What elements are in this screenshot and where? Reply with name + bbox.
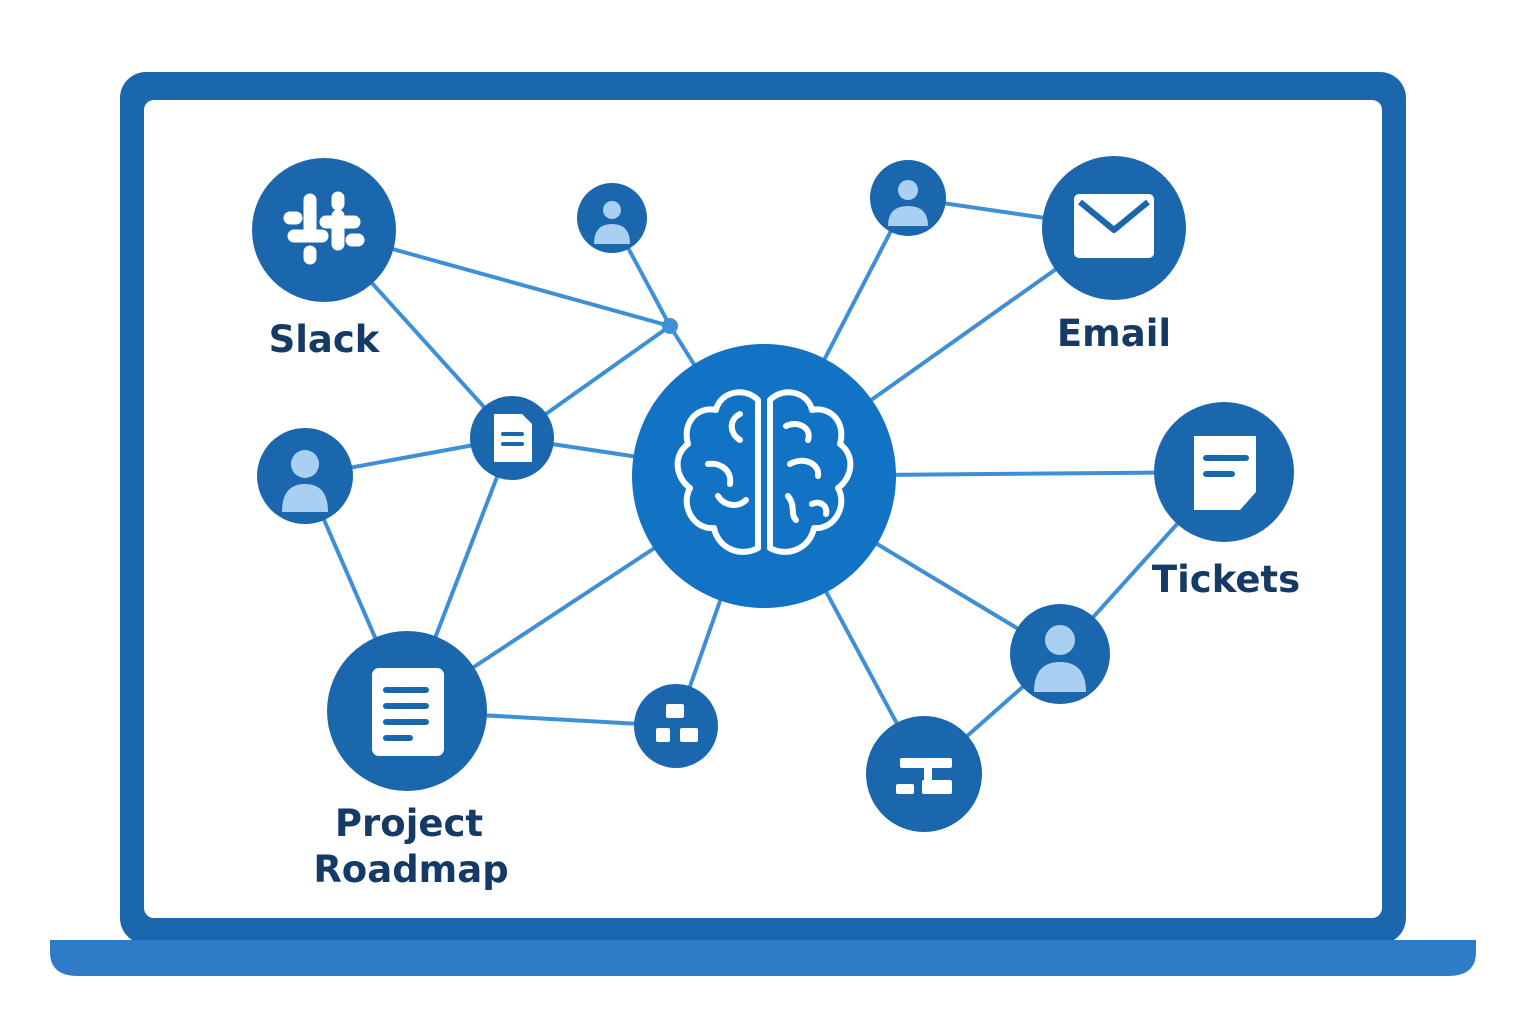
node-tickets [1154,402,1294,542]
brain-icon [674,389,854,555]
laptop-base [50,940,1476,976]
junction-dot [662,318,678,334]
node-user-top-right [870,160,946,236]
node-document-small [470,396,554,480]
user-icon [282,450,328,512]
node-user-right [1010,604,1110,704]
node-slack [252,158,396,302]
label-tickets: Tickets [1152,558,1300,601]
document-icon [372,668,444,756]
node-org-small [634,684,718,768]
label-project-line2: Roadmap [313,848,508,891]
user-icon [594,201,630,244]
node-email [1042,156,1186,300]
ticket-icon [1194,436,1256,510]
node-user-top [577,183,647,253]
user-icon [888,180,928,226]
document-icon [494,414,532,462]
node-project-roadmap [327,631,487,791]
label-project-line1: Project [335,802,483,845]
label-email: Email [1057,312,1171,355]
org-chart-icon [656,704,698,742]
slack-icon [283,191,365,265]
node-user-left [257,428,353,524]
label-slack: Slack [269,318,381,361]
user-icon [1034,625,1086,692]
node-flow-small [866,716,982,832]
envelope-icon [1074,194,1154,258]
flowchart-icon [896,758,952,794]
hub-node-brain [632,344,896,608]
